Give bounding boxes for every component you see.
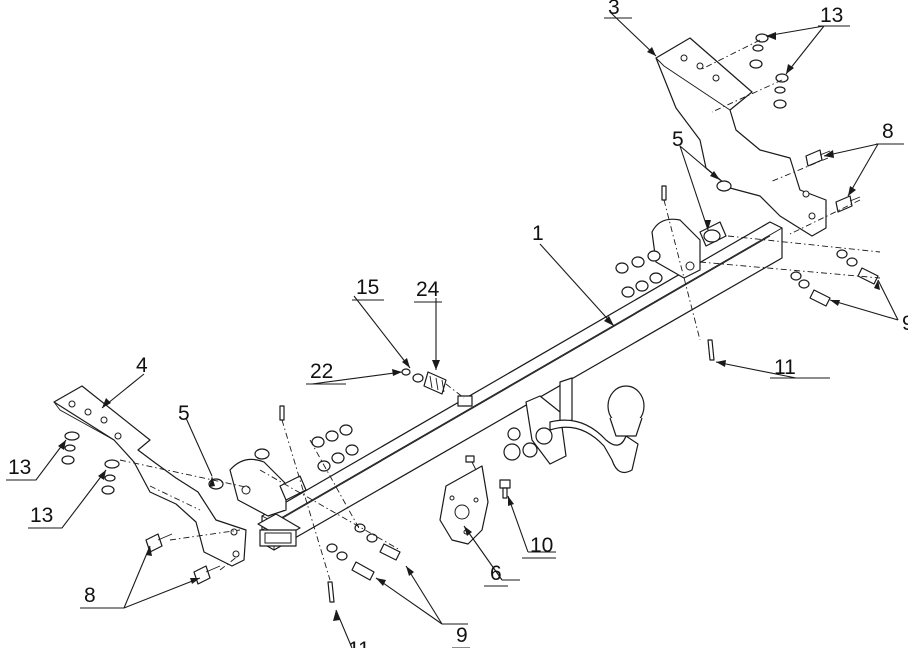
callout-10: 10: [530, 534, 553, 557]
callout-3: 3: [608, 0, 620, 19]
callout-9-left: 9: [456, 624, 468, 647]
callout-13-left-lower: 13: [30, 504, 53, 527]
callout-13-left-upper: 13: [8, 456, 31, 479]
callout-1: 1: [532, 222, 544, 245]
socket-plate-part: [439, 455, 489, 545]
callout-15: 15: [356, 276, 379, 299]
callout-11-right: 11: [774, 356, 796, 379]
callout-4: 4: [136, 354, 148, 377]
callout-9-right: 9: [902, 312, 908, 335]
callout-13-top: 13: [820, 4, 843, 27]
callout-5-left: 5: [178, 402, 190, 425]
tow-ball-assembly: [503, 377, 645, 473]
callout-24: 24: [416, 278, 440, 301]
callout-6: 6: [490, 562, 502, 585]
label-underlines: [6, 17, 904, 648]
hardware-set: [61, 33, 879, 603]
bolt-10: [499, 479, 511, 499]
callout-labels: 1 3 4 5 5 6 8 8 9 9 10 11 11 13 13 13 15…: [8, 0, 908, 648]
callout-leaders: [10, 11, 904, 648]
callout-11-left: 11: [348, 638, 370, 648]
callout-22: 22: [310, 360, 333, 383]
callout-8-right: 8: [882, 120, 894, 143]
right-bracket-part: [655, 37, 827, 237]
crossbar-part: [257, 221, 783, 551]
assembly-centerlines: [119, 39, 881, 581]
left-mount-plate: [229, 458, 307, 517]
right-mount-plate: [651, 218, 727, 279]
callout-5-right: 5: [672, 128, 684, 151]
callout-8-left: 8: [84, 584, 96, 607]
left-bracket-part: [53, 385, 247, 567]
